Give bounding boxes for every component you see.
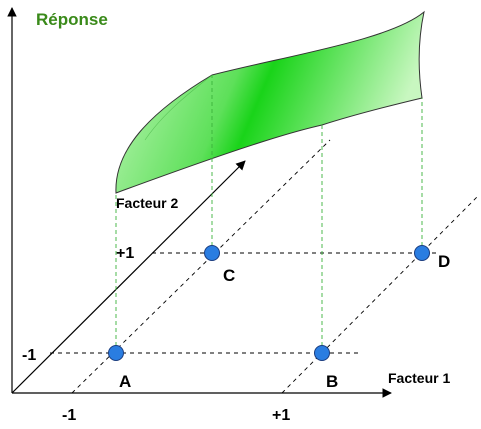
factor2-axis-label: Facteur 2 bbox=[116, 195, 178, 211]
factor2-tick-minus1: -1 bbox=[22, 347, 36, 364]
point-label-C: C bbox=[223, 266, 235, 285]
factor1-tick-minus1: -1 bbox=[62, 407, 76, 424]
factor1-axis-label: Facteur 1 bbox=[388, 370, 450, 386]
point-label-B: B bbox=[326, 372, 338, 391]
factor2-axis bbox=[11, 160, 246, 394]
point-label-A: A bbox=[119, 372, 131, 391]
design-points bbox=[108, 245, 430, 361]
response-surface bbox=[115, 10, 425, 194]
point-A bbox=[108, 345, 124, 361]
surface-edge-line bbox=[144, 74, 213, 141]
point-D bbox=[414, 245, 430, 261]
point-B bbox=[314, 345, 330, 361]
design-grid bbox=[50, 139, 479, 394]
grid-line-factor1-plus1 bbox=[281, 195, 479, 394]
projection-lines bbox=[115, 75, 423, 353]
factor2-tick-plus1: +1 bbox=[116, 245, 134, 262]
point-C bbox=[204, 245, 220, 261]
response-title: Réponse bbox=[36, 10, 108, 29]
factor1-tick-plus1: +1 bbox=[272, 407, 290, 424]
point-label-D: D bbox=[438, 252, 450, 271]
